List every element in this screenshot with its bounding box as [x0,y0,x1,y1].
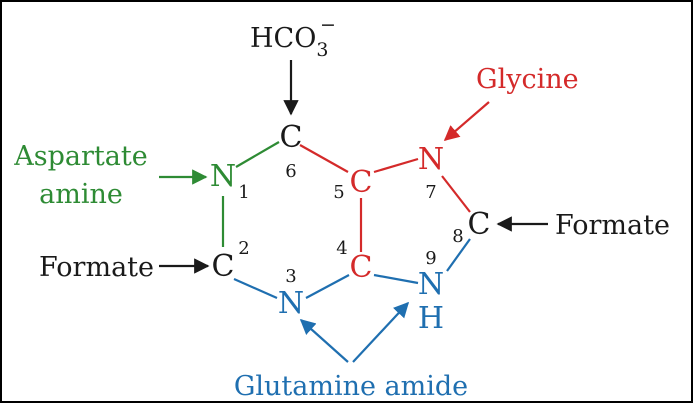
atom-n1: N [210,159,236,194]
position-3: 3 [285,266,296,287]
position-7: 7 [425,182,436,203]
position-6: 6 [285,161,296,182]
position-8: 8 [452,226,463,247]
atom-c4: C [350,250,373,285]
atom-c6: C [280,120,303,155]
bond-n1-c6 [235,141,280,168]
atom-h9: H [418,301,444,336]
arrow-glutamine-to-n3 [299,318,349,363]
atom-n3: N [278,286,304,321]
label-bicarbonate: HCO3 [250,23,328,61]
atom-c2: C [212,249,235,284]
bond-n7-c8 [441,175,471,213]
position-1: 1 [238,182,249,203]
bond-c4-n9 [373,273,419,285]
atom-n9: N [418,267,444,302]
position-2: 2 [238,238,249,259]
label-glutamine-amide: Glutamine amide [234,371,468,402]
label-formate-left: Formate [39,252,154,283]
label-formate-right: Formate [555,210,670,241]
atom-n7: N [418,142,444,177]
arrow-glycine [443,101,490,142]
bond-c5-n7 [373,157,419,174]
position-5: 5 [333,182,344,203]
arrow-glutamine-to-n9 [352,301,410,363]
label-aspartate: Aspartate [13,141,147,172]
bond-c6-c5 [299,144,349,173]
label-bicarbonate-charge: − [320,14,336,36]
position-9: 9 [425,248,436,269]
label-aspartate-amine: amine [39,179,123,210]
atom-c8: C [468,207,491,242]
position-4: 4 [336,238,347,259]
bond-c2-n3 [233,277,278,300]
bond-n9-c8 [446,238,471,272]
bond-n3-c4 [305,274,350,299]
atom-c5: C [350,165,373,200]
label-glycine: Glycine [476,64,579,95]
